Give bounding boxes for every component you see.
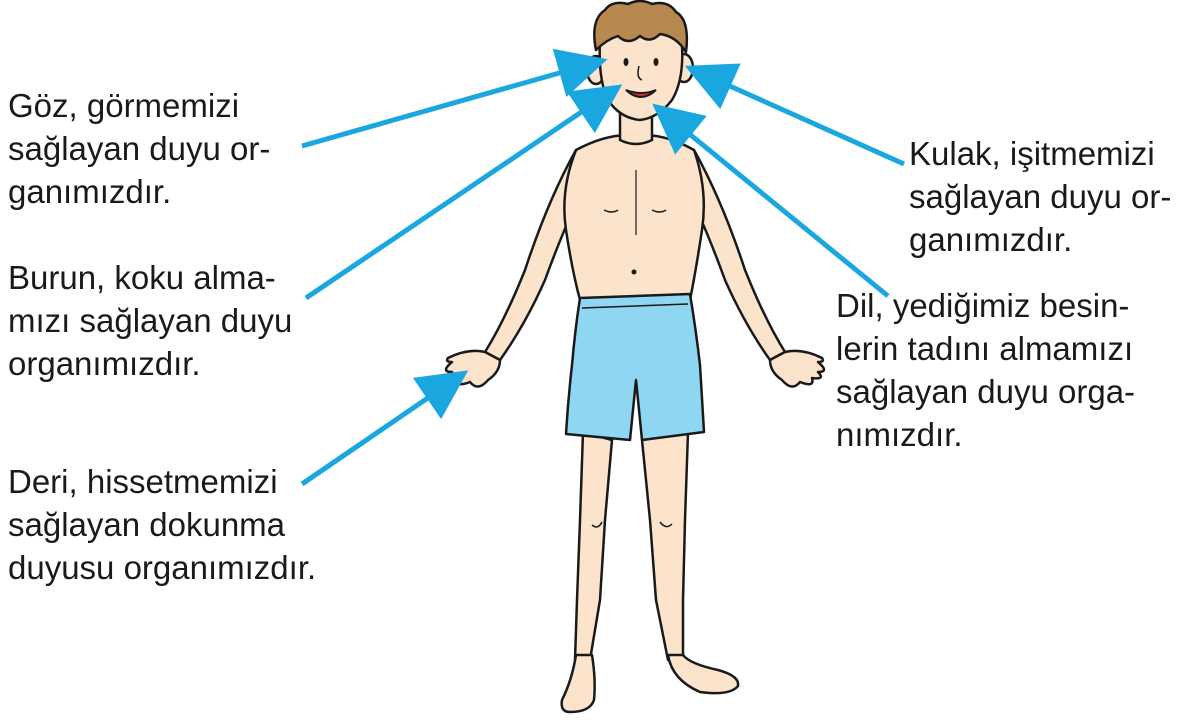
left-eye: [624, 58, 629, 66]
eye-label: Göz, görmemizi sağlayan duyu or- ganımız…: [8, 84, 270, 213]
skin-label: Deri, hissetmemizi sağlayan dokunma duyu…: [8, 460, 316, 589]
tongue-label: Dil, yediğimiz besin- lerin tadını almam…: [836, 284, 1135, 456]
nose-label: Burun, koku alma- mızı sağlayan duyu org…: [8, 256, 292, 385]
head: [587, 1, 693, 120]
arrow-skin: [302, 376, 460, 484]
ear-label: Kulak, işitmemizi sağlayan duyu or- ganı…: [909, 132, 1171, 261]
legs: [575, 432, 688, 660]
right-eye: [654, 58, 659, 66]
torso: [564, 135, 703, 300]
feet: [562, 655, 739, 712]
arrow-ear: [694, 70, 904, 164]
shorts: [566, 294, 704, 440]
